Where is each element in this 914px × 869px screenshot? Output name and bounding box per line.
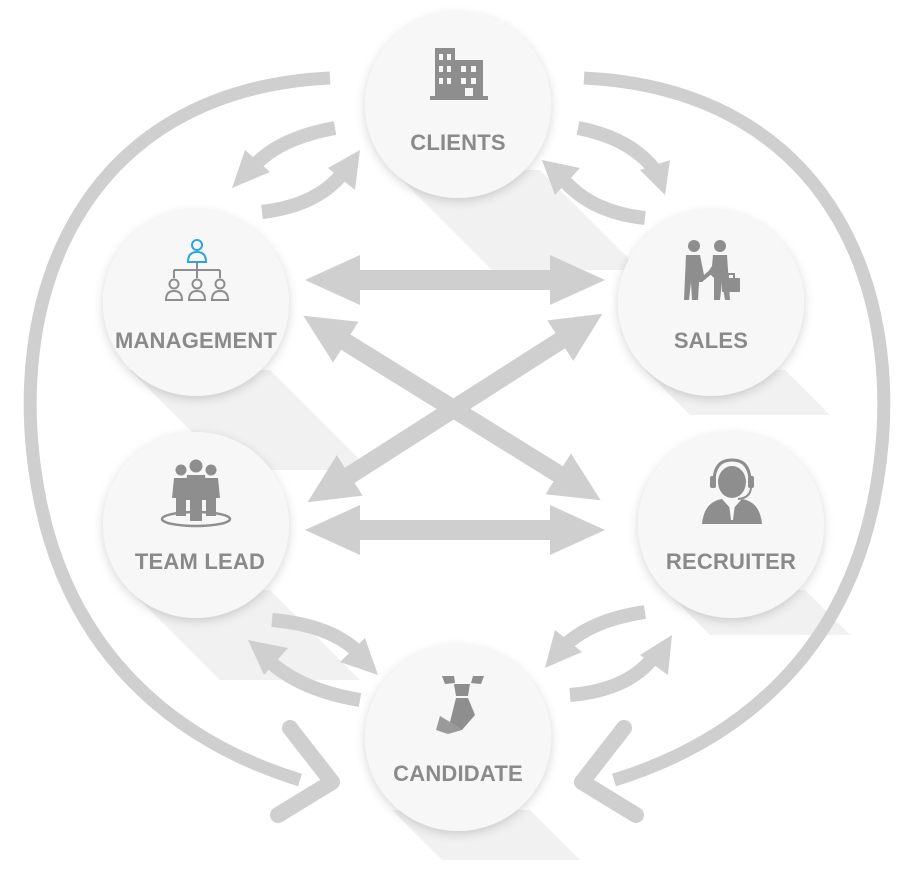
- node-label-clients: CLIENTS: [410, 130, 506, 155]
- office-building-icon: [430, 48, 488, 100]
- arrow-clients-sales: [542, 121, 670, 225]
- headset-agent-icon: [702, 458, 762, 524]
- node-label-sales: SALES: [674, 328, 748, 353]
- arrow-outer-left: [23, 71, 340, 823]
- arrow-team-lead-candidate: [248, 613, 378, 707]
- node-sales: [618, 210, 804, 396]
- node-label-management: MANAGEMENT: [115, 328, 277, 353]
- node-clients: [365, 12, 551, 198]
- org-chart-icon: [164, 239, 230, 301]
- necktie-icon: [436, 676, 484, 734]
- node-label-recruiter: RECRUITER: [666, 549, 796, 574]
- arrow-management-recruiter: [303, 315, 601, 501]
- arrow-clients-management: [232, 121, 360, 219]
- arrow-recruiter-candidate: [545, 605, 672, 702]
- handshake-icon: [684, 240, 740, 300]
- node-candidate: [365, 645, 551, 831]
- node-label-team-lead: TEAM LEAD: [135, 549, 265, 574]
- node-management: [103, 210, 289, 396]
- arrow-outer-right: [574, 71, 891, 823]
- node-label-candidate: CANDIDATE: [393, 761, 523, 786]
- team-icon: [160, 459, 232, 528]
- node-recruiter: [638, 432, 824, 618]
- arrow-team-lead-recruiter: [305, 505, 605, 555]
- arrow-management-sales: [305, 255, 605, 305]
